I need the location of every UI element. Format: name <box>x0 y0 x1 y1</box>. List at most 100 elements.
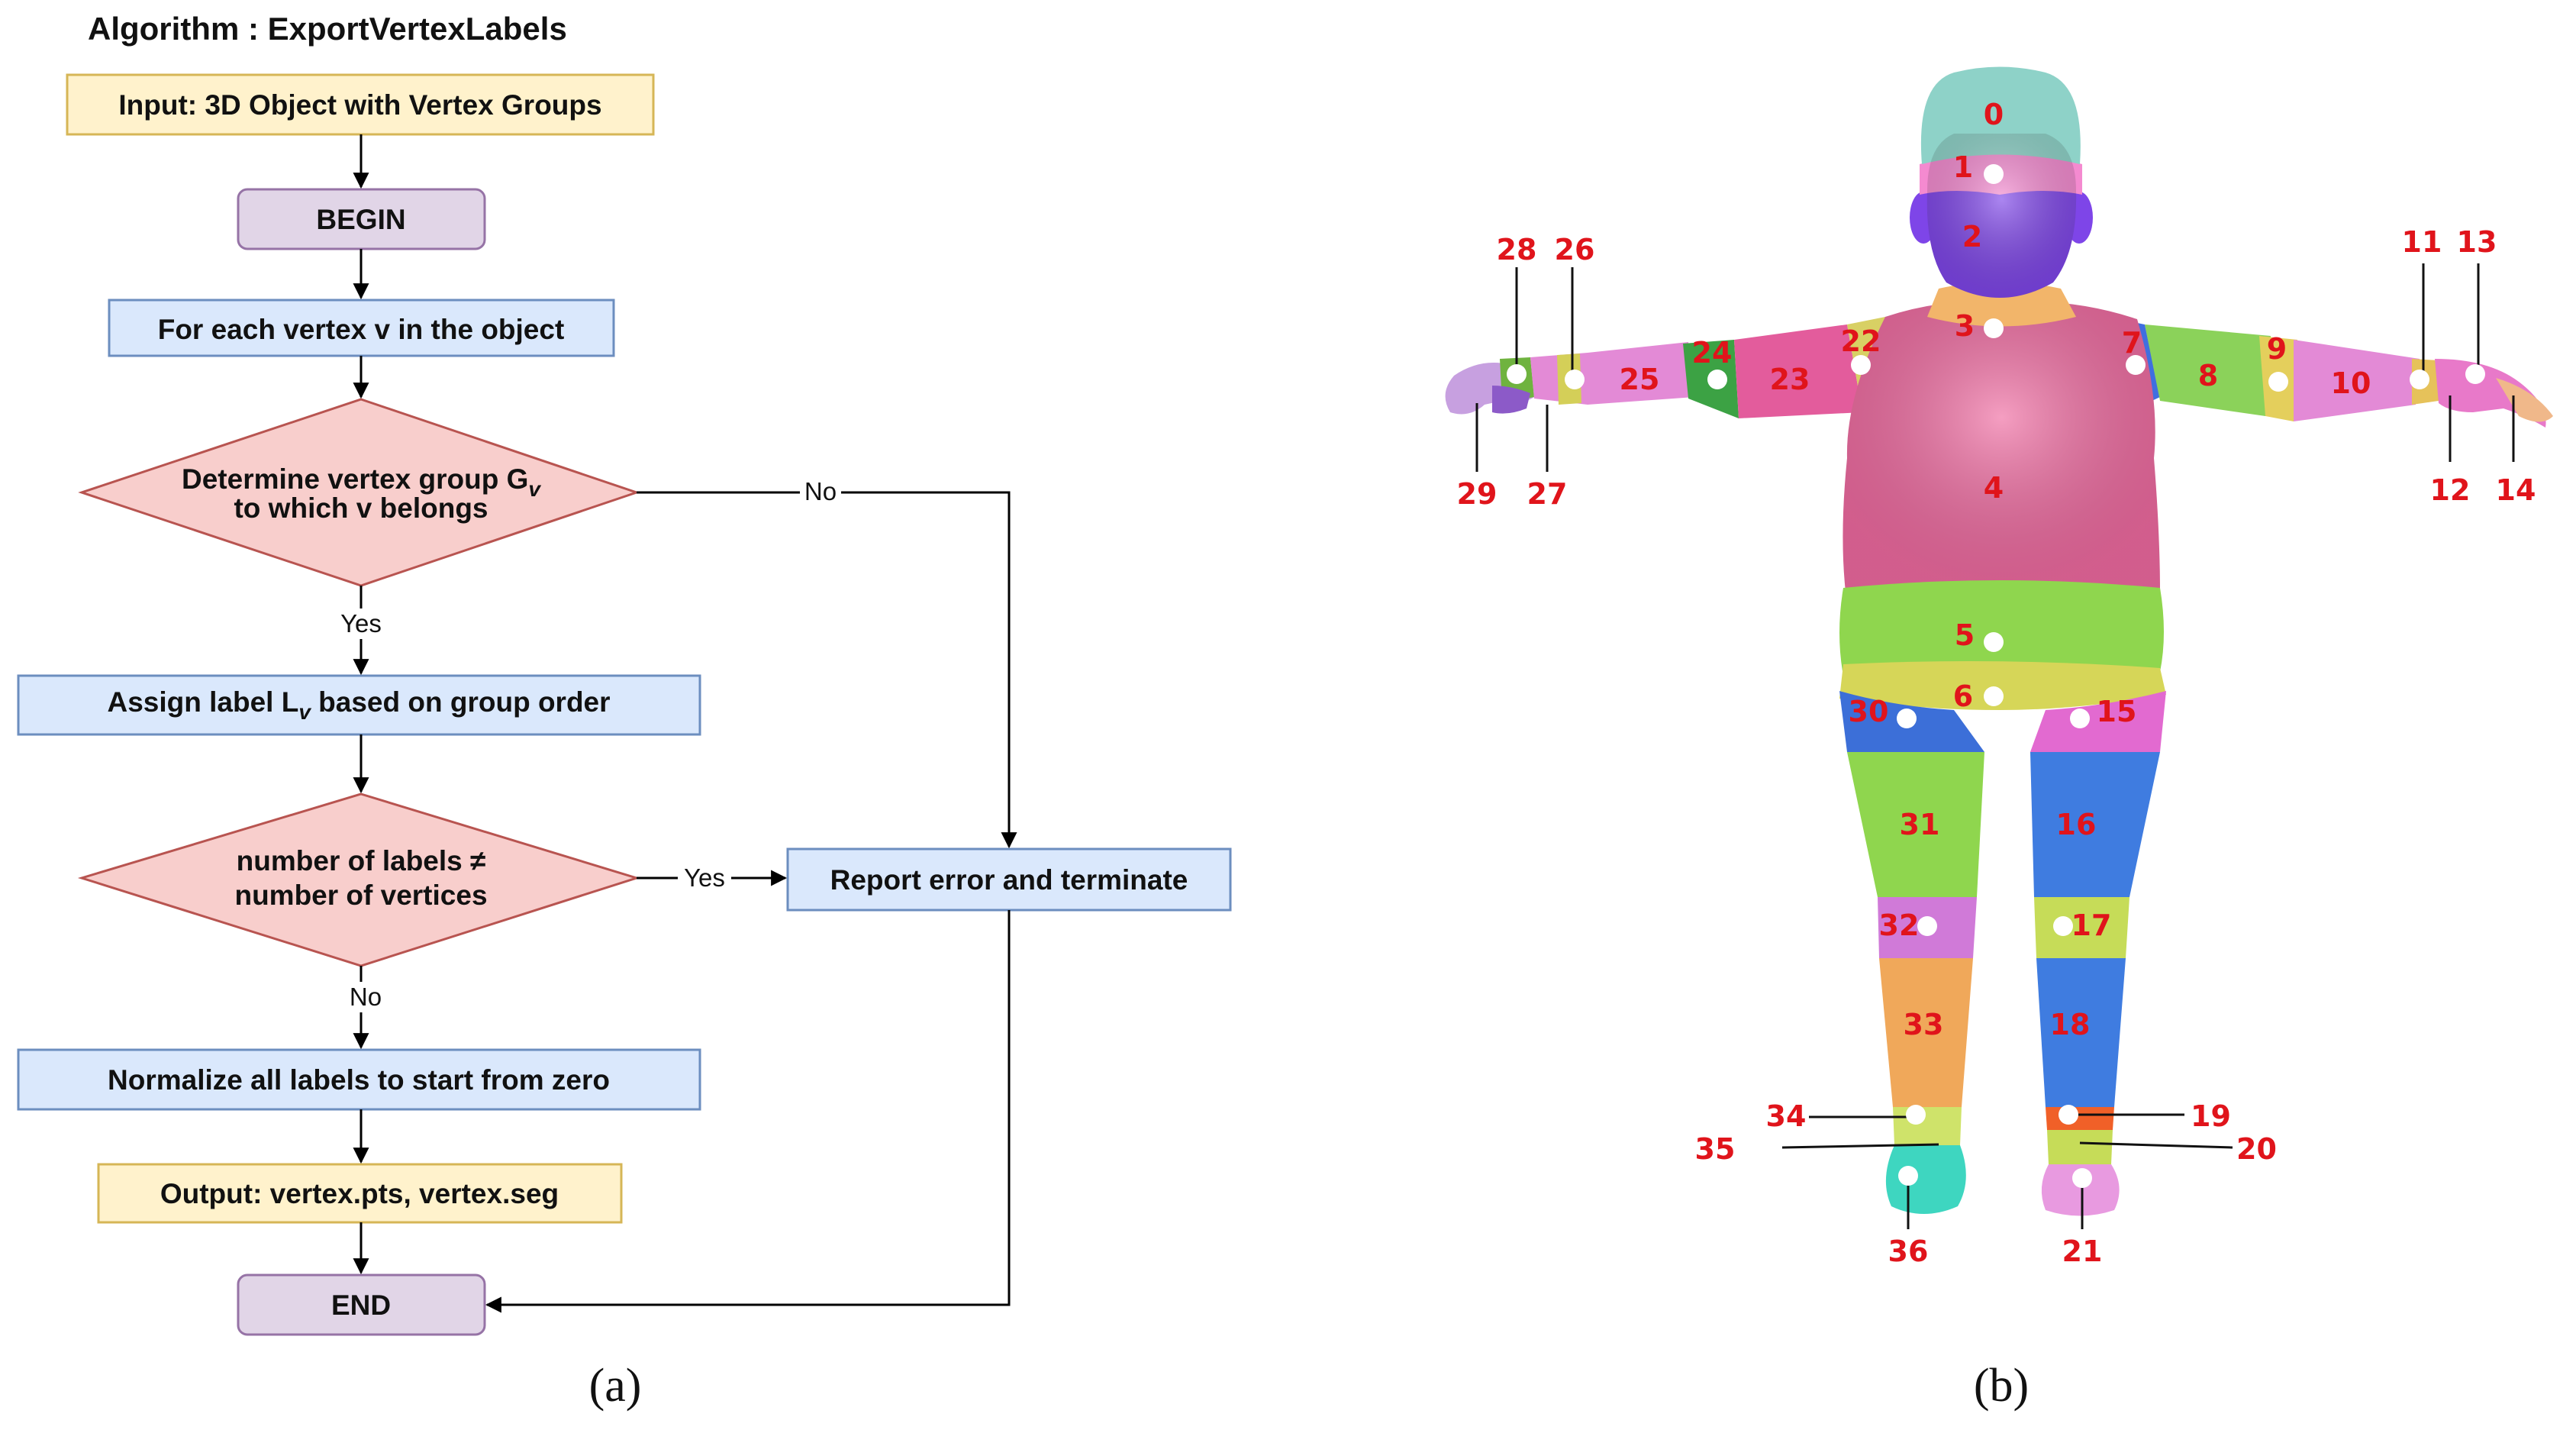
part-label-14: 14 <box>2496 473 2536 507</box>
part-label-17: 17 <box>2071 909 2112 942</box>
decision-label-count: number of labels ≠ number of vertices <box>77 792 641 967</box>
input-node-label: Input: 3D Object with Vertex Groups <box>118 89 601 121</box>
joint-dot-26 <box>1565 370 1585 389</box>
joint-dot-7 <box>2126 355 2146 375</box>
error-node-label: Report error and terminate <box>830 864 1188 896</box>
part-label-7: 7 <box>2122 326 2142 360</box>
neck-3 <box>1927 282 2076 327</box>
flowchart: Algorithm : ExportVertexLabels Input: 3D… <box>17 11 1232 1412</box>
upper-arm-right-8 <box>2145 324 2271 416</box>
arrow-decision1-error <box>637 491 1017 849</box>
edge-label-yes-1: Yes <box>340 609 382 638</box>
part-label-18: 18 <box>2050 1008 2091 1041</box>
foot-36 <box>1885 1145 1966 1214</box>
part-label-36: 36 <box>1888 1235 1929 1268</box>
part-label-29: 29 <box>1457 477 1498 511</box>
part-label-35: 35 <box>1695 1132 1736 1166</box>
forearm-right-10 <box>2294 340 2420 421</box>
caption-b: (b) <box>1974 1360 2029 1412</box>
joint-dot-22 <box>1851 355 1871 375</box>
joint-dot-34 <box>1906 1105 1926 1125</box>
part-label-26: 26 <box>1555 233 1595 266</box>
normalize-node: Normalize all labels to start from zero <box>17 1048 701 1111</box>
joint-dot-17 <box>2053 916 2073 936</box>
part-label-6: 6 <box>1953 679 1973 713</box>
decision-vertex-group: Determine vertex group Gv to which v bel… <box>78 398 640 587</box>
decision-label-count-line2: number of vertices <box>234 880 487 911</box>
part-label-20: 20 <box>2236 1132 2277 1166</box>
end-node: END <box>237 1273 486 1336</box>
thigh-16 <box>2030 752 2160 897</box>
part-label-8: 8 <box>2198 359 2218 392</box>
joint-dot-28 <box>1507 364 1527 384</box>
torso-shade <box>1843 302 2160 592</box>
output-node: Output: vertex.pts, vertex.seg <box>97 1163 623 1224</box>
joint-dot-32 <box>1917 916 1937 936</box>
caption-a: (a) <box>589 1360 642 1412</box>
joint-dot-6 <box>1984 686 2004 706</box>
edge-label-no-1: No <box>804 477 837 505</box>
begin-node-label: BEGIN <box>316 204 405 235</box>
part-label-31: 31 <box>1900 808 1940 841</box>
body-segmentation-figure: 0 1 2 3 4 5 6 7 8 9 10 11 12 13 14 15 16… <box>1445 66 2553 1412</box>
part-label-33: 33 <box>1904 1008 1944 1041</box>
loop-node-label: For each vertex v in the object <box>158 314 565 345</box>
joint-dot-13 <box>2465 364 2485 384</box>
joint-dot-3 <box>1984 318 2004 338</box>
assign-label-pre: Assign label L <box>107 686 298 718</box>
flowchart-title: Algorithm : ExportVertexLabels <box>88 11 567 47</box>
part-label-30: 30 <box>1849 695 1889 728</box>
flowchart-arrows <box>353 134 1017 1313</box>
normalize-node-label: Normalize all labels to start from zero <box>108 1064 610 1096</box>
part-label-19: 19 <box>2191 1099 2231 1133</box>
part-label-28: 28 <box>1497 233 1537 266</box>
arrow-error-end <box>485 910 1011 1313</box>
end-node-label: END <box>331 1290 391 1321</box>
decision-vertex-group-line2: to which v belongs <box>234 492 488 524</box>
part-label-12: 12 <box>2430 473 2471 507</box>
part-label-5: 5 <box>1955 618 1975 652</box>
joint-dots <box>1507 164 2485 1188</box>
joint-dot-19 <box>2059 1105 2078 1125</box>
shin-33 <box>1879 958 1973 1107</box>
output-node-label: Output: vertex.pts, vertex.seg <box>160 1178 559 1209</box>
joint-dot-1 <box>1984 164 2004 184</box>
part-label-23: 23 <box>1770 363 1810 396</box>
ankle-20 <box>2047 1130 2113 1164</box>
joint-dot-5 <box>1984 632 2004 652</box>
joint-dot-21 <box>2072 1168 2092 1188</box>
shin-18 <box>2036 958 2126 1107</box>
part-label-10: 10 <box>2331 366 2371 400</box>
thigh-31 <box>1847 752 1984 897</box>
leader-20 <box>2079 1141 2233 1149</box>
hand-right-tip <box>2496 378 2553 422</box>
joint-dot-30 <box>1897 709 1917 728</box>
part-label-4: 4 <box>1984 471 2004 505</box>
leader-lines <box>1475 263 2515 1229</box>
face-shade <box>1926 134 2077 298</box>
loop-node: For each vertex v in the object <box>108 299 615 357</box>
decision-label-count-line1: number of labels ≠ <box>237 845 486 876</box>
assign-label-subscript: v <box>298 700 311 724</box>
part-label-25: 25 <box>1620 363 1660 396</box>
edge-labels: No Yes Yes No <box>333 475 841 1012</box>
part-label-27: 27 <box>1527 477 1568 511</box>
part-label-3: 3 <box>1955 309 1975 343</box>
part-label-32: 32 <box>1879 909 1920 942</box>
part-label-2: 2 <box>1962 220 1982 253</box>
waist-5 <box>1839 580 2164 676</box>
assign-label-text: Assign label Lv based on group order <box>107 686 610 724</box>
wrist-left-27 <box>1492 386 1530 414</box>
part-label-9: 9 <box>2267 332 2287 366</box>
thigh-band-15 <box>2030 691 2166 752</box>
joint-dot-36 <box>1898 1166 1918 1186</box>
error-node: Report error and terminate <box>786 847 1232 912</box>
part-label-24: 24 <box>1692 336 1733 370</box>
part-label-13: 13 <box>2457 225 2497 259</box>
part-label-22: 22 <box>1841 324 1881 358</box>
part-label-11: 11 <box>2402 225 2442 259</box>
joint-dot-9 <box>2268 372 2288 392</box>
foot-21 <box>2041 1164 2120 1216</box>
decision-vertex-group-line1-main: Determine vertex group G <box>182 463 528 495</box>
edge-label-no-2: No <box>350 983 382 1011</box>
